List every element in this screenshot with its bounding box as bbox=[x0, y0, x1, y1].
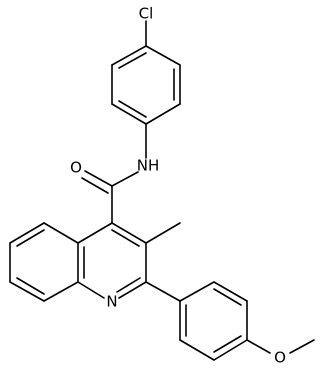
bond-c4-c3-inner bbox=[111, 229, 140, 247]
bond-a4-a5 bbox=[111, 103, 147, 125]
atom-labels: Cl NH O N O bbox=[70, 5, 286, 367]
bond-oxygen-methyl bbox=[289, 339, 315, 354]
bond-b5-b6 bbox=[179, 339, 215, 361]
bond-c5-c6 bbox=[9, 222, 45, 244]
ether-oxygen-label: O bbox=[274, 349, 286, 367]
bond-c8-c8a bbox=[43, 281, 79, 302]
bond-n1-c8a bbox=[77, 281, 105, 299]
bond-c4a-c5 bbox=[43, 222, 79, 244]
bond-b4-oxygen bbox=[246, 339, 271, 354]
bond-a3-a4 bbox=[145, 103, 181, 125]
bond-a6-a1 bbox=[111, 45, 147, 66]
bond-b4-b5 bbox=[213, 339, 248, 361]
bond-c7-c8 bbox=[9, 281, 45, 302]
bond-c4a-c4 bbox=[77, 222, 113, 244]
bond-b1-b2 bbox=[179, 281, 215, 302]
bond-c7-c8-inner bbox=[16, 277, 45, 295]
bond-b4-b5-inner bbox=[213, 335, 242, 353]
amide-nitrogen-label: NH bbox=[137, 157, 160, 175]
bond-c4-c3 bbox=[111, 222, 147, 244]
ring-nitrogen-label: N bbox=[106, 293, 117, 311]
chlorine-label: Cl bbox=[139, 5, 154, 23]
bond-c2-n1-inner bbox=[116, 277, 141, 293]
bond-carbonyl-o1 bbox=[84, 170, 113, 187]
bond-b2-b3 bbox=[213, 281, 248, 302]
bond-c5-c6-inner bbox=[16, 229, 45, 247]
bond-c3-methyl bbox=[145, 222, 181, 244]
bond-carbonyl-o2 bbox=[81, 177, 109, 194]
bond-c2-n1 bbox=[118, 281, 147, 299]
bond-a6-a1-inner bbox=[118, 52, 147, 69]
bond-nh-carbonyl bbox=[111, 171, 139, 187]
bond-a1-a2 bbox=[145, 45, 181, 66]
bond-a4-a5-inner bbox=[118, 100, 147, 118]
carbonyl-oxygen-label: O bbox=[70, 159, 82, 177]
bonds bbox=[9, 20, 315, 361]
bond-b2-b3-inner bbox=[213, 288, 242, 306]
bond-c2-b1 bbox=[145, 281, 181, 302]
